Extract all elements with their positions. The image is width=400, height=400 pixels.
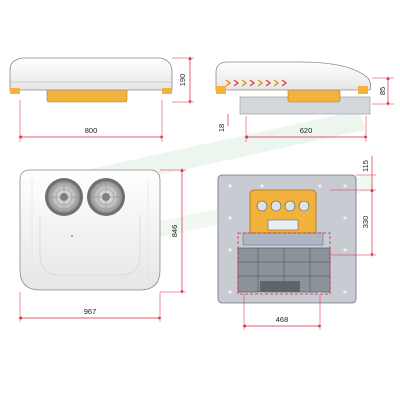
fan-icon — [45, 178, 83, 216]
top-view: 846 967 — [18, 168, 186, 322]
dimension-label: 800 — [85, 126, 98, 135]
dimension-label: 468 — [276, 315, 289, 324]
dimension-label: 115 — [361, 160, 370, 172]
connector-block — [256, 200, 310, 231]
unit-body — [215, 61, 372, 91]
unit-body — [9, 57, 173, 91]
bottom-view: 115 330 468 — [217, 156, 376, 330]
dimension-label: 18 — [217, 124, 226, 132]
dimension-label: 330 — [361, 216, 370, 229]
dimension-label: 190 — [178, 74, 187, 87]
dimension-label: 846 — [170, 225, 179, 238]
dimension-label: 85 — [378, 87, 387, 95]
dimension-label: 967 — [84, 307, 97, 316]
side-view: 800 190 — [9, 56, 194, 142]
dimension-label: 620 — [300, 126, 313, 135]
end-view: 85 18 620 — [215, 61, 394, 142]
chevron-right-icon — [225, 79, 288, 87]
cutout-outline — [237, 232, 331, 295]
fan-icon — [87, 178, 125, 216]
